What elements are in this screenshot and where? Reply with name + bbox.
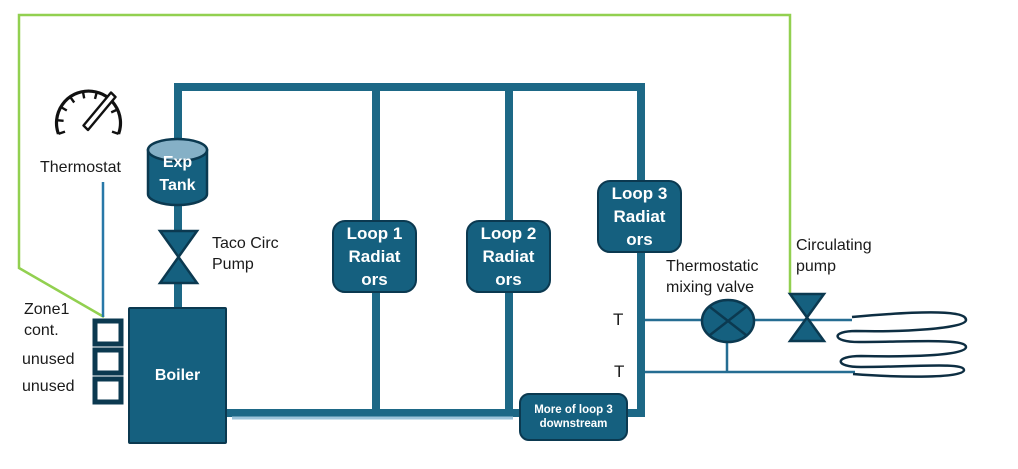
downstream-note-text: More of loop 3 downstream [534,404,613,430]
thermostat-label: Thermostat [40,159,121,176]
boiler-node: Boiler [128,307,227,444]
unused-label-b: unused [22,378,75,395]
temp-sensor-upper-label: T [613,310,624,329]
loop3-radiators-node: Loop 3 Radiat ors [597,180,682,253]
loop2-line1: Loop 2 [480,224,537,243]
loop1-line2: Radiat [348,247,401,266]
zone-controller-terminals [92,318,124,405]
unused-terminal-a [92,347,124,376]
boiler-label: Boiler [154,366,201,384]
temp-sensor-lower-label: T [614,362,625,381]
zone1-terminal [92,318,124,347]
loop3-downstream-note: More of loop 3 downstream [519,393,628,441]
baseboard-coil-icon [836,311,968,378]
loop3-line1: Loop 3 [611,184,668,203]
expansion-tank-shape [146,137,209,207]
circulating-pump-label: Circulating pump [796,237,872,275]
loop3-line2: Radiat [613,207,666,226]
circulating-pump-valve-icon [787,292,827,343]
thermostat-gauge-icon [54,89,123,136]
exp-tank-label: Exp Tank [159,154,196,194]
loop2-radiators-node: Loop 2 Radiat ors [466,220,551,293]
taco-pump-valve-icon [157,229,200,285]
mixing-valve-icon [700,298,756,344]
unused-label-a: unused [22,351,75,368]
unused-terminal-b [92,376,124,405]
taco-pump-label: Taco Circ Pump [212,235,279,273]
mixing-valve-label: Thermostatic mixing valve [666,258,759,296]
zone1-label: Zone1 cont. [24,301,70,339]
loop2-line2: Radiat [482,247,535,266]
thermostat-green-wire [17,13,792,319]
loop3-line3: ors [626,230,653,249]
loop1-line1: Loop 1 [346,224,403,243]
loop1-radiators-node: Loop 1 Radiat ors [332,220,417,293]
loop2-line3: ors [495,270,522,289]
loop1-line3: ors [361,270,388,289]
